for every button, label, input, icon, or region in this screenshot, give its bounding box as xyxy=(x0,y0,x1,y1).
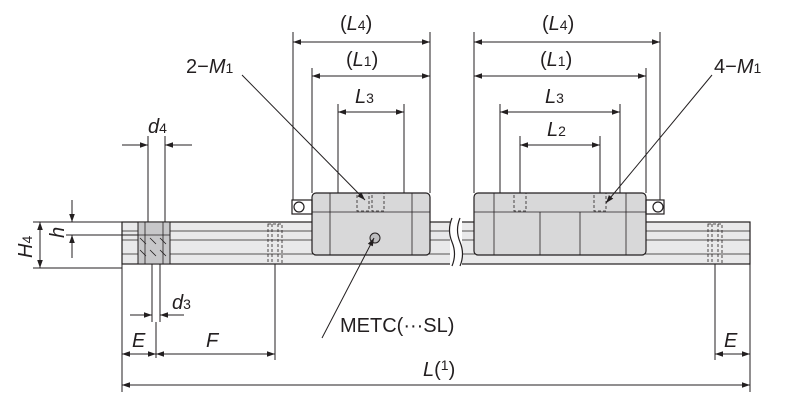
label-l4-left: (L4) xyxy=(340,13,372,35)
label-h: h xyxy=(47,227,69,238)
dim-l2-right xyxy=(519,136,601,193)
label-model: METC(···SL) xyxy=(340,315,454,337)
dim-f xyxy=(156,264,276,360)
dim-l4-right xyxy=(473,32,661,200)
label-l-total: L(1) xyxy=(423,357,455,381)
label-l1-right: (L1) xyxy=(540,49,572,71)
dim-e-right xyxy=(714,264,751,392)
label-e-left: E xyxy=(132,330,146,352)
rail-hole-counterbore xyxy=(137,221,171,265)
dim-l3-left xyxy=(337,104,405,193)
label-f: F xyxy=(206,330,220,352)
label-e-right: E xyxy=(724,330,738,352)
dim-h4 xyxy=(33,221,122,269)
leader-m1-left xyxy=(241,74,366,201)
label-m1-left: 2−M1 xyxy=(186,56,233,78)
label-l3-left: L3 xyxy=(355,86,374,108)
label-d3: d3 xyxy=(172,292,191,314)
rail xyxy=(121,215,751,270)
dim-d4 xyxy=(122,136,192,222)
dim-l3-right xyxy=(499,104,621,193)
label-l1-left: (L1) xyxy=(346,49,378,71)
dim-h xyxy=(66,200,138,258)
label-l3-right: L3 xyxy=(545,86,564,108)
label-m1-right: 4−M1 xyxy=(714,56,761,78)
label-d4: d4 xyxy=(148,116,167,138)
dim-l1-right xyxy=(474,68,647,193)
dim-l1-left xyxy=(311,68,430,193)
leader-model xyxy=(321,237,375,339)
dim-d3 xyxy=(130,264,184,322)
label-h4: H4 xyxy=(15,236,37,258)
carriage-long xyxy=(473,192,665,256)
carriage-short xyxy=(291,192,431,256)
dim-e-left xyxy=(121,264,157,392)
label-l2-right: L2 xyxy=(547,119,566,141)
label-l4-right: (L4) xyxy=(542,13,574,35)
dim-l4-left xyxy=(292,32,431,200)
leader-m1-right xyxy=(605,74,713,204)
